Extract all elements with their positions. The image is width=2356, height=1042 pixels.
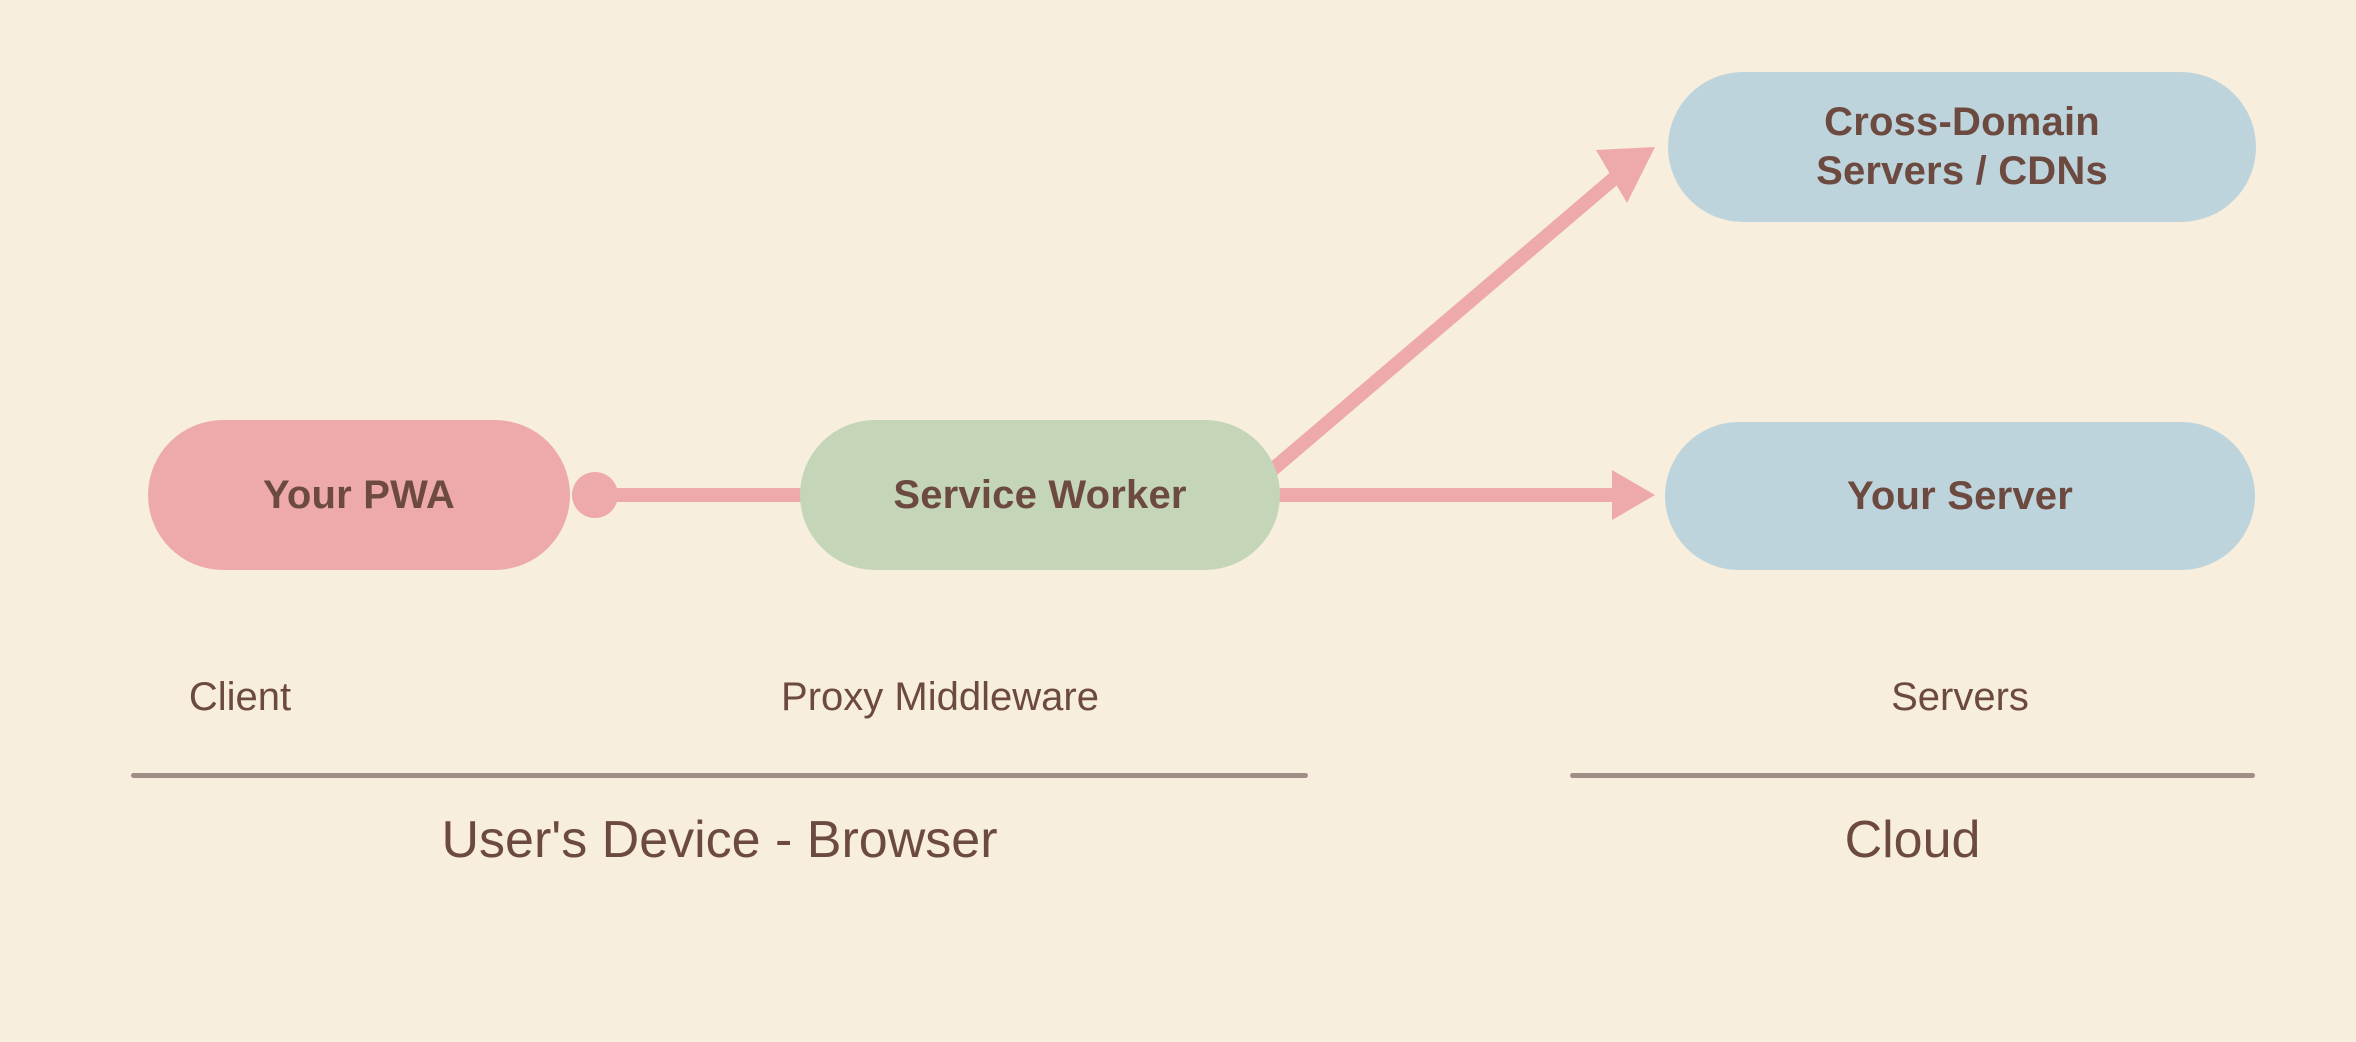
zone-caption-servers: Servers (1891, 675, 2029, 719)
group-label-device-browser: User's Device - Browser (441, 811, 998, 869)
connector-dot-icon (572, 472, 618, 518)
group-label-cloud: Cloud (1844, 811, 1981, 869)
arrowhead-icon-your-server (1612, 470, 1655, 520)
node-label-your-server: Your Server (1846, 473, 2073, 518)
edge-service-worker-to-your-server (1275, 470, 1655, 520)
node-label-your-pwa: Your PWA (263, 472, 455, 517)
arrowhead-icon-cross-domain (1596, 147, 1655, 203)
zone-caption-client: Client (188, 675, 292, 719)
edge-service-worker-to-cross-domain (1267, 147, 1655, 476)
node-cross-domain-servers-cdns[interactable]: Cross-Domain Servers / CDNs (1668, 72, 2256, 222)
node-label-service-worker: Service Worker (893, 472, 1187, 517)
zone-caption-proxy-middleware: Proxy Middleware (781, 675, 1099, 719)
edge-pwa-to-service-worker (572, 472, 805, 518)
edge-line-service-worker-cross-domain (1267, 169, 1623, 476)
divider-device-browser (131, 773, 1308, 778)
node-service-worker[interactable]: Service Worker (800, 420, 1280, 570)
divider-cloud (1570, 773, 2255, 778)
node-your-pwa[interactable]: Your PWA (148, 420, 570, 570)
node-label-cross-domain-servers-cdns: Cross-Domain Servers / CDNs (1816, 100, 2108, 193)
node-your-server[interactable]: Your Server (1665, 422, 2255, 570)
